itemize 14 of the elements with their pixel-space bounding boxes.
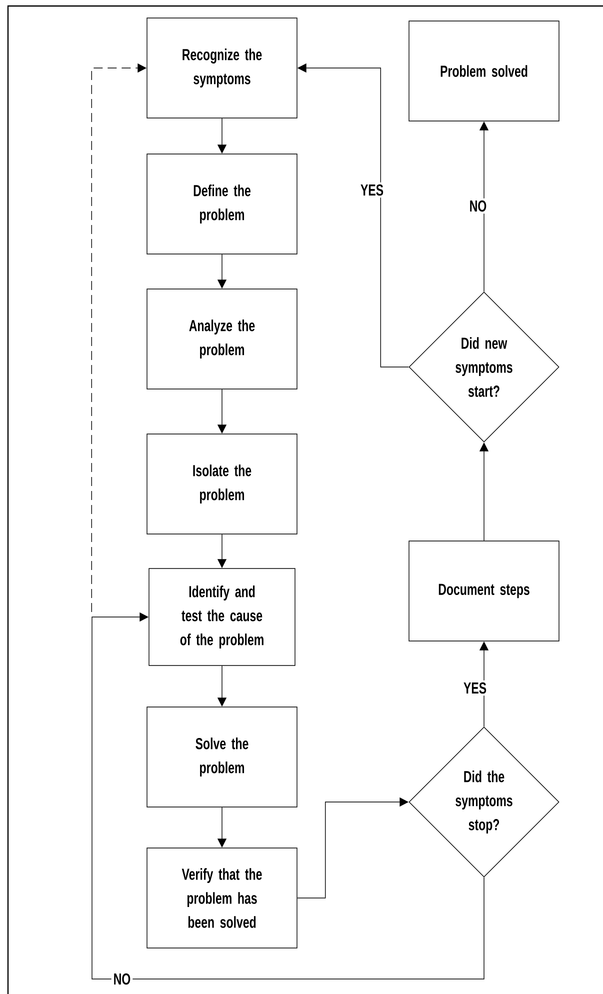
process-box: Identify and test the cause of the problem <box>148 568 296 666</box>
process-box: Document steps <box>408 540 560 642</box>
edge-label: NO <box>467 198 489 214</box>
process-box: Analyze the problem <box>146 288 298 390</box>
process-box: Recognize the symptoms <box>146 18 298 118</box>
process-box: Verify that the problem has been solved <box>146 848 298 948</box>
process-box: Define the problem <box>146 154 298 254</box>
process-box: Solve the problem <box>146 706 298 808</box>
edge-label: NO <box>111 971 133 987</box>
process-box: Problem solved <box>408 20 560 122</box>
edge-label: YES <box>461 680 489 696</box>
edge-label: YES <box>358 182 386 198</box>
arrow <box>92 612 484 980</box>
process-box: Isolate the problem <box>146 434 298 534</box>
